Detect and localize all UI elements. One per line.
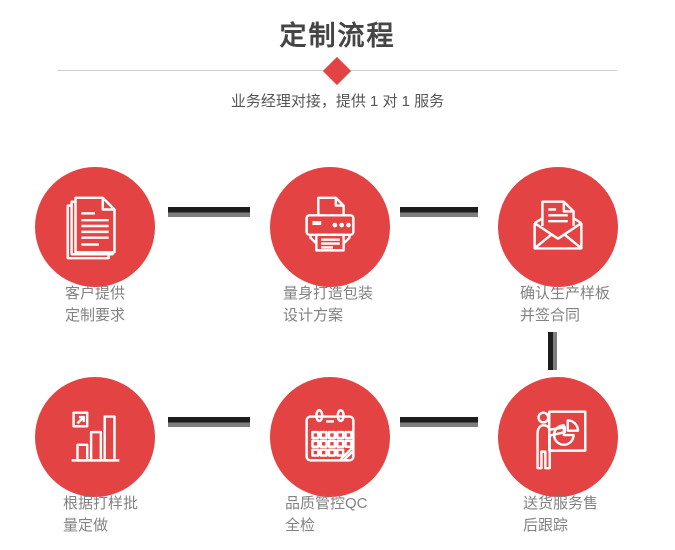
connector-step1-step2 — [168, 207, 250, 217]
step-label-3-line1: 确认生产样板 — [520, 285, 611, 302]
diamond-icon — [322, 56, 352, 86]
page-title: 定制流程 — [279, 21, 396, 51]
step-label-5-line1: 品质管控QC — [285, 495, 368, 512]
step-label-4-line1: 根据打样批 — [63, 495, 139, 512]
step-label-4: 根据打样批 量定做 — [63, 493, 138, 537]
presentation-icon — [536, 410, 587, 470]
step-label-2-line1: 量身打造包装 — [283, 285, 374, 302]
step-label-1: 客户提供 定制要求 — [65, 283, 125, 327]
connector-step3-step6 — [548, 332, 557, 370]
step-label-2-line2: 设计方案 — [283, 307, 344, 324]
stacked-documents-icon — [66, 196, 116, 260]
step-label-1-line1: 客户提供 — [65, 285, 126, 302]
step-circle-batch-production — [35, 377, 155, 497]
step-label-2: 量身打造包装 设计方案 — [283, 283, 373, 327]
step-label-3: 确认生产样板 并签合同 — [520, 283, 610, 327]
step-label-3-line2: 并签合同 — [520, 307, 581, 324]
step-label-4-line2: 量定做 — [63, 517, 109, 534]
step-circle-confirm-sample — [498, 167, 618, 287]
step-label-1-line2: 定制要求 — [65, 307, 126, 324]
step-circle-customer-requirements — [35, 167, 155, 287]
calendar-icon — [305, 409, 355, 462]
printer-icon — [305, 196, 355, 252]
step-circle-packaging-design — [270, 167, 390, 287]
bar-chart-icon — [71, 411, 120, 462]
step-circle-qc-inspection — [270, 377, 390, 497]
step-label-6: 送货服务售 后跟踪 — [523, 493, 598, 537]
step-label-6-line2: 后跟踪 — [523, 517, 569, 534]
step-label-5-line2: 全检 — [285, 517, 316, 534]
connector-step4-step5 — [168, 417, 250, 427]
open-envelope-icon — [533, 200, 583, 250]
step-label-5: 品质管控QC 全检 — [285, 493, 368, 537]
connector-step2-step3 — [400, 207, 478, 217]
step-circle-delivery-aftersales — [498, 377, 618, 497]
step-label-6-line1: 送货服务售 — [523, 495, 599, 512]
connector-step5-step6 — [400, 417, 478, 427]
subtitle: 业务经理对接，提供 1 对 1 服务 — [230, 93, 445, 110]
